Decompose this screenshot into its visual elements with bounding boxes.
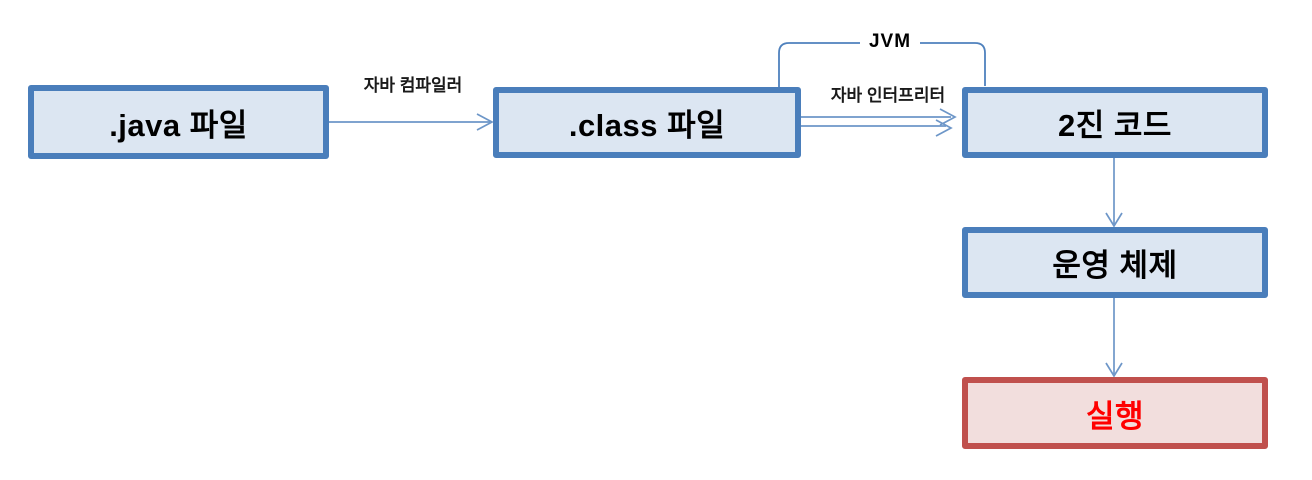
node-binary-code: 2진 코드 <box>962 87 1268 158</box>
edge-os-to-run <box>1105 298 1123 378</box>
node-class-file: .class 파일 <box>493 87 801 158</box>
jvm-group-label: JVM <box>860 31 920 53</box>
node-operating-system-label: 운영 체제 <box>1052 248 1178 283</box>
edge-class-to-binary <box>801 108 957 137</box>
node-java-file-label: .java 파일 <box>109 107 248 143</box>
edge-label-java-compiler: 자바 컴파일러 <box>363 76 463 95</box>
node-run-label: 실행 <box>1085 398 1145 434</box>
node-operating-system: 운영 체제 <box>962 227 1268 298</box>
node-java-file: .java 파일 <box>28 85 329 159</box>
edge-binary-to-os <box>1105 158 1123 228</box>
node-class-file-label: .class 파일 <box>568 108 726 143</box>
edge-java-to-class <box>329 113 494 131</box>
edge-label-java-interpreter: 자바 인터프리터 <box>830 86 946 105</box>
node-run: 실행 <box>962 377 1268 449</box>
node-binary-code-label: 2진 코드 <box>1058 108 1172 143</box>
